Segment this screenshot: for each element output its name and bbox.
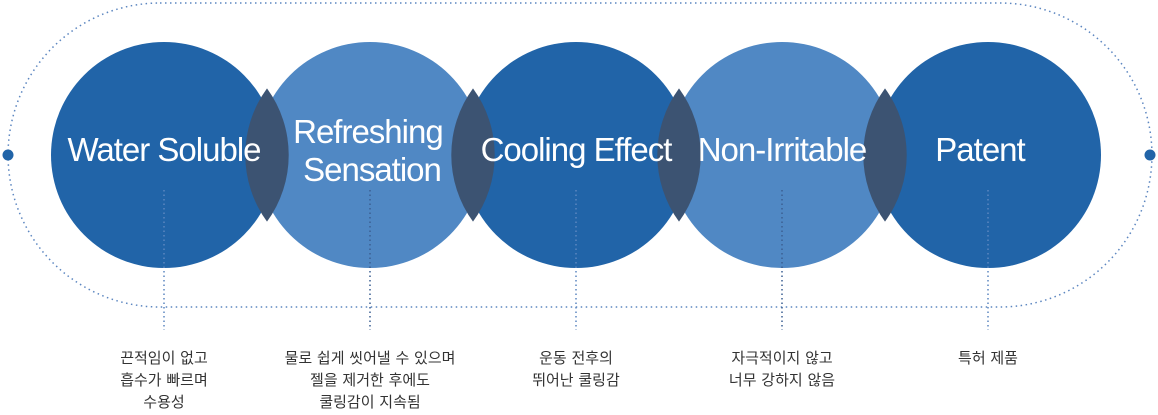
caption-cooling-effect: 운동 전후의 뛰어난 쿨링감 <box>461 347 691 391</box>
title-non-irritable: Non-Irritable <box>698 131 867 168</box>
caption-line: 운동 전후의 <box>539 349 613 367</box>
caption-line: 뛰어난 쿨링감 <box>532 371 620 389</box>
title-water-soluble: Water Soluble <box>67 131 260 168</box>
title-line: Cooling Effect <box>481 131 673 168</box>
caption-line: 자극적이지 않고 <box>731 349 833 367</box>
caption-refreshing-sensation: 물로 쉽게 씻어낼 수 있으며 젤을 제거한 후에도 쿨링감이 지속됨 <box>255 347 485 413</box>
title-line: Non-Irritable <box>698 131 867 168</box>
title-refreshing-sensation: Refreshing Sensation <box>293 113 451 188</box>
circle-patent <box>875 42 1101 268</box>
dotted-border <box>7 2 1153 308</box>
title-line: Sensation <box>303 151 441 188</box>
overlap-4 <box>863 88 907 222</box>
caption-line: 흡수가 빠르며 <box>120 371 208 389</box>
circle-non-irritable <box>669 42 895 268</box>
caption-line: 수용성 <box>143 393 185 411</box>
caption-line: 젤을 제거한 후에도 <box>310 371 430 389</box>
overlap-2 <box>451 88 495 222</box>
caption-non-irritable: 자극적이지 않고 너무 강하지 않음 <box>667 347 897 391</box>
title-line: Water Soluble <box>67 131 260 168</box>
caption-line: 너무 강하지 않음 <box>728 371 836 389</box>
title-cooling-effect: Cooling Effect <box>481 131 673 168</box>
circle-refreshing-sensation <box>257 42 483 268</box>
caption-line: 끈적임이 없고 <box>120 349 208 367</box>
caption-patent: 특허 제품 <box>873 347 1103 369</box>
title-line: Patent <box>935 131 1025 168</box>
caption-water-soluble: 끈적임이 없고 흡수가 빠르며 수용성 <box>49 347 279 413</box>
right-endpoint-dot <box>1144 149 1156 161</box>
overlap-1 <box>245 88 289 222</box>
caption-line: 특허 제품 <box>958 349 1018 367</box>
circle-cooling-effect <box>463 42 689 268</box>
caption-line: 물로 쉽게 씻어낼 수 있으며 <box>284 349 456 367</box>
left-endpoint-dot <box>2 149 14 161</box>
title-line: Refreshing <box>293 113 443 150</box>
caption-line: 쿨링감이 지속됨 <box>319 393 421 411</box>
overlap-3 <box>657 88 701 222</box>
title-patent: Patent <box>935 131 1025 168</box>
circle-water-soluble <box>51 42 277 268</box>
